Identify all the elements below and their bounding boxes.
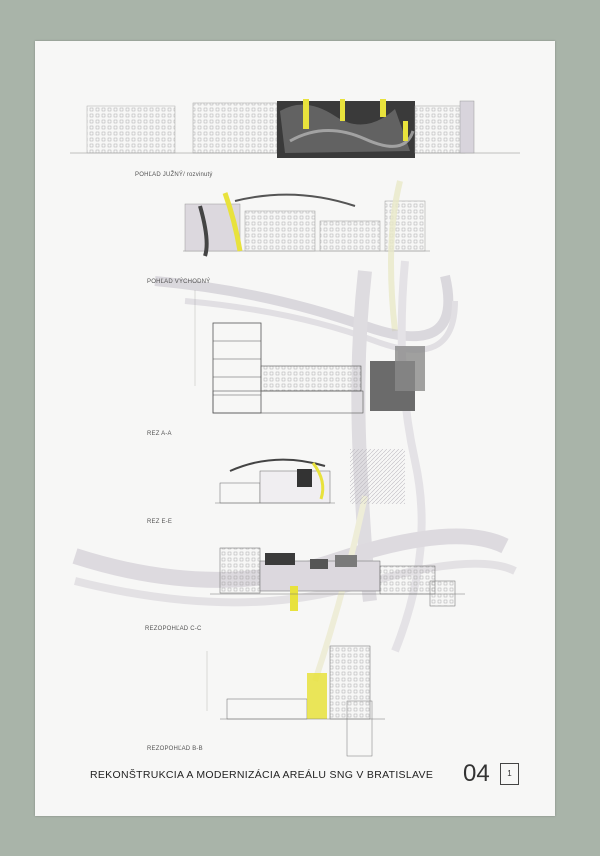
section-c-c-drawing xyxy=(210,547,465,611)
section-e-e-drawing xyxy=(215,449,405,504)
drawings-canvas xyxy=(70,99,520,757)
sheet-number: 04 xyxy=(463,760,490,787)
sheet-sub-number: 1 xyxy=(500,763,519,785)
poster-sheet: POHĽAD JUŽNÝ/ rozvinutý POHĽAD VÝCHODNÝ … xyxy=(35,41,555,816)
drawing-label: POHĽAD VÝCHODNÝ xyxy=(147,279,211,285)
elevation-east-drawing xyxy=(183,180,430,332)
drawing-label: REZ E-E xyxy=(147,519,173,525)
drawing-label: POHĽAD JUŽNÝ/ rozvinutý xyxy=(135,172,213,178)
section-b-b-drawing xyxy=(206,645,385,757)
drawing-label: REZ A-A xyxy=(147,431,172,437)
sheet-title: REKONŠTRUKCIA A MODERNIZÁCIA AREÁLU SNG … xyxy=(90,769,434,781)
drawing-label: REZOPOHĽAD B-B xyxy=(147,746,203,752)
elevation-south-drawing xyxy=(70,99,520,158)
drawing-label: REZOPOHĽAD C-C xyxy=(145,626,202,632)
section-a-a-drawing xyxy=(194,290,425,414)
